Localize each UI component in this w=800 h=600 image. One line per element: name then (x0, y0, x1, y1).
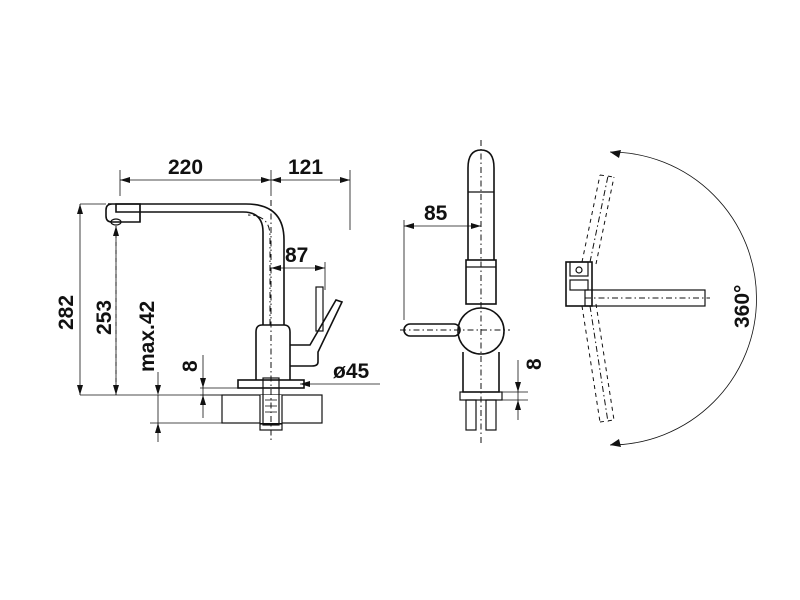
spray-head (105, 203, 141, 223)
dim-total-height: 282 (55, 295, 78, 330)
dim-spout-height: 253 (93, 300, 116, 335)
dim-lever-length: 85 (424, 202, 448, 225)
rotation-arc (609, 151, 757, 446)
dim-base-diameter: ø45 (333, 360, 370, 383)
dim-rotation: 360° (731, 285, 754, 328)
side-view: 220 121 87 282 253 max.42 8 (55, 156, 380, 442)
dim-spout-reach: 220 (168, 156, 203, 179)
dim-head-offset: 121 (288, 156, 323, 179)
front-view: 85 8 (400, 140, 546, 445)
dim-lever-offset: 87 (285, 244, 308, 267)
lever-handle (290, 299, 344, 367)
dim-front-clearance: 8 (523, 358, 546, 370)
dim-worktop-max: max.42 (136, 301, 159, 372)
worktop-hole (260, 395, 282, 423)
top-view: 360° (565, 150, 757, 447)
faucet-body (255, 324, 291, 380)
dim-hole-clearance: 8 (179, 360, 202, 372)
